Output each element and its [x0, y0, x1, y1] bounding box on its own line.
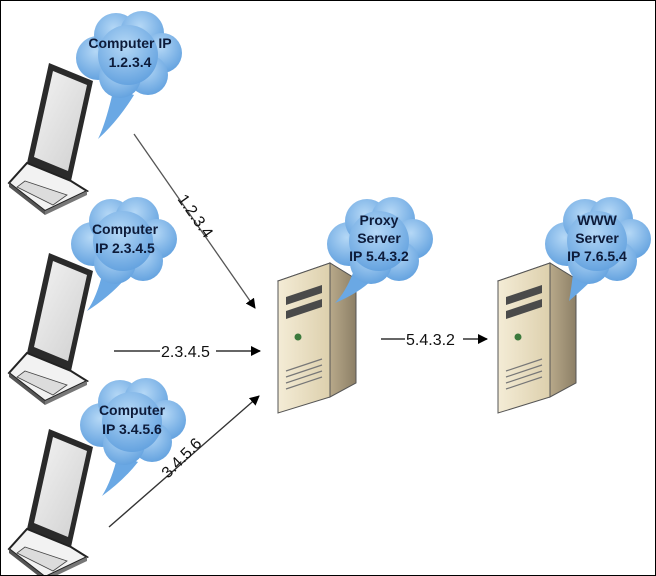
- cloud-www-server: WWW Server IP 7.6.5.4: [545, 197, 651, 301]
- edge-label-4: 5.4.3.2: [406, 332, 455, 349]
- cloud-label-c1-line1: Computer IP: [88, 35, 171, 51]
- laptop-icon-2: [8, 252, 94, 406]
- cloud-label-proxy-line3: IP 5.4.3.2: [349, 248, 409, 264]
- cloud-proxy-server: Proxy Server IP 5.4.3.2: [327, 197, 433, 303]
- cloud-label-c2-line2: IP 2.3.4.5: [95, 240, 155, 256]
- cloud-label-c3-line2: IP 3.4.5.6: [102, 421, 162, 437]
- proxy-server-icon: [277, 262, 357, 414]
- laptop-icon-3: [8, 428, 94, 575]
- cloud-computer-2: Computer IP 2.3.4.5: [71, 197, 177, 311]
- cloud-label-www-line3: IP 7.6.5.4: [567, 248, 627, 264]
- edge-label-1: 1.2.3.4: [174, 192, 216, 242]
- www-server-icon: [497, 262, 577, 414]
- cloud-label-c3-line1: Computer: [99, 402, 166, 418]
- cloud-computer-1: Computer IP 1.2.3.4: [76, 11, 182, 139]
- cloud-computer-3: Computer IP 3.4.5.6: [80, 378, 186, 496]
- edge-computer2-proxy: 2.3.4.5: [114, 341, 261, 361]
- edge-label-2: 2.3.4.5: [161, 344, 210, 361]
- laptop-icon-1: [8, 62, 94, 216]
- cloud-label-www-line2: Server: [575, 230, 619, 246]
- cloud-label-c2-line1: Computer: [92, 221, 159, 237]
- cloud-label-c1-line2: 1.2.3.4: [109, 54, 152, 70]
- cloud-label-www-line1: WWW: [577, 212, 617, 228]
- cloud-label-proxy-line2: Server: [357, 230, 401, 246]
- cloud-label-proxy-line1: Proxy: [360, 212, 399, 228]
- edge-proxy-www: 5.4.3.2: [381, 329, 488, 349]
